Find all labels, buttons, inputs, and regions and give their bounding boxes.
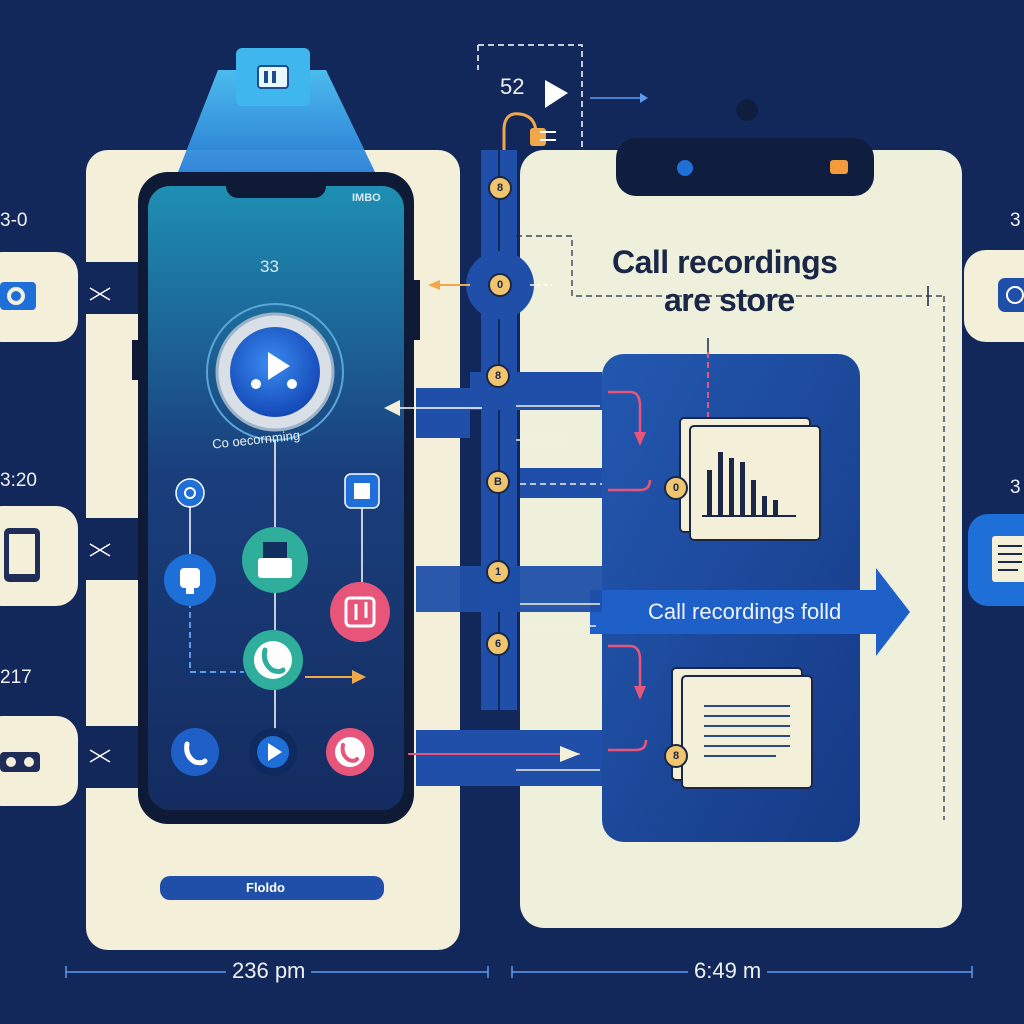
document-folder[interactable] (671, 667, 813, 789)
app-icon-small-blue[interactable] (175, 478, 205, 508)
left-connectors (76, 262, 138, 788)
printer-icon[interactable] (242, 527, 308, 593)
call-button-blue[interactable] (171, 728, 219, 776)
bar-chart-icon (702, 452, 796, 517)
beam-shape (178, 70, 375, 172)
left-time-2: 3:20 (0, 470, 37, 491)
phone-status: IMBO (352, 192, 381, 204)
step-badge-4: B (486, 470, 510, 494)
document-icon (704, 705, 790, 757)
battery-icon (257, 65, 289, 89)
right-marker-2: 3 (1010, 477, 1021, 498)
phone-folder-bar[interactable] (160, 876, 384, 900)
left-time-3: 217 (0, 667, 32, 688)
phone-icon[interactable] (243, 630, 303, 690)
folder-banner-arrow (590, 568, 910, 656)
cassette-tile[interactable] (0, 716, 78, 806)
play-icon (251, 352, 297, 389)
connector-bars (416, 372, 602, 786)
phone-counter: 33 (260, 257, 279, 276)
right-marker-1: 3 (1010, 210, 1021, 231)
phone-screen (148, 186, 404, 810)
step-badge-2: 0 (488, 273, 512, 297)
tablet-tile[interactable] (0, 506, 78, 606)
headline-line-2: are store (664, 282, 795, 318)
step-badge-1: 8 (488, 176, 512, 200)
top-count: 52 (500, 74, 525, 99)
hang-up-icon[interactable] (326, 728, 374, 776)
phone-notch (226, 172, 326, 198)
play-button-dark[interactable] (249, 728, 297, 776)
phone-folder-label[interactable]: Floldo (246, 880, 285, 895)
step-badge-3: 8 (486, 364, 510, 388)
folder-banner-label: Call recordings folld (648, 599, 842, 624)
step-badge-5: 1 (486, 560, 510, 584)
microphone-icon[interactable] (164, 554, 216, 606)
timeline-left-time: 236 pm (226, 958, 312, 984)
chart-folder[interactable] (679, 417, 821, 541)
timeline (65, 966, 973, 978)
right-top-tile[interactable] (964, 250, 1024, 342)
camera-tile[interactable] (0, 252, 78, 342)
headline-line-1: Call recordings (612, 244, 838, 280)
top-device-bar (616, 138, 874, 196)
right-doc-tile[interactable] (968, 514, 1024, 606)
music-note-icon[interactable] (330, 582, 390, 642)
folder-badge-chart: 0 (664, 476, 688, 500)
left-time-1: 3-0 (0, 210, 28, 231)
step-badge-6: 6 (486, 632, 510, 656)
folder-badge-document: 8 (664, 744, 688, 768)
stop-icon[interactable] (344, 473, 380, 509)
timeline-right-time: 6:49 m (688, 958, 768, 984)
